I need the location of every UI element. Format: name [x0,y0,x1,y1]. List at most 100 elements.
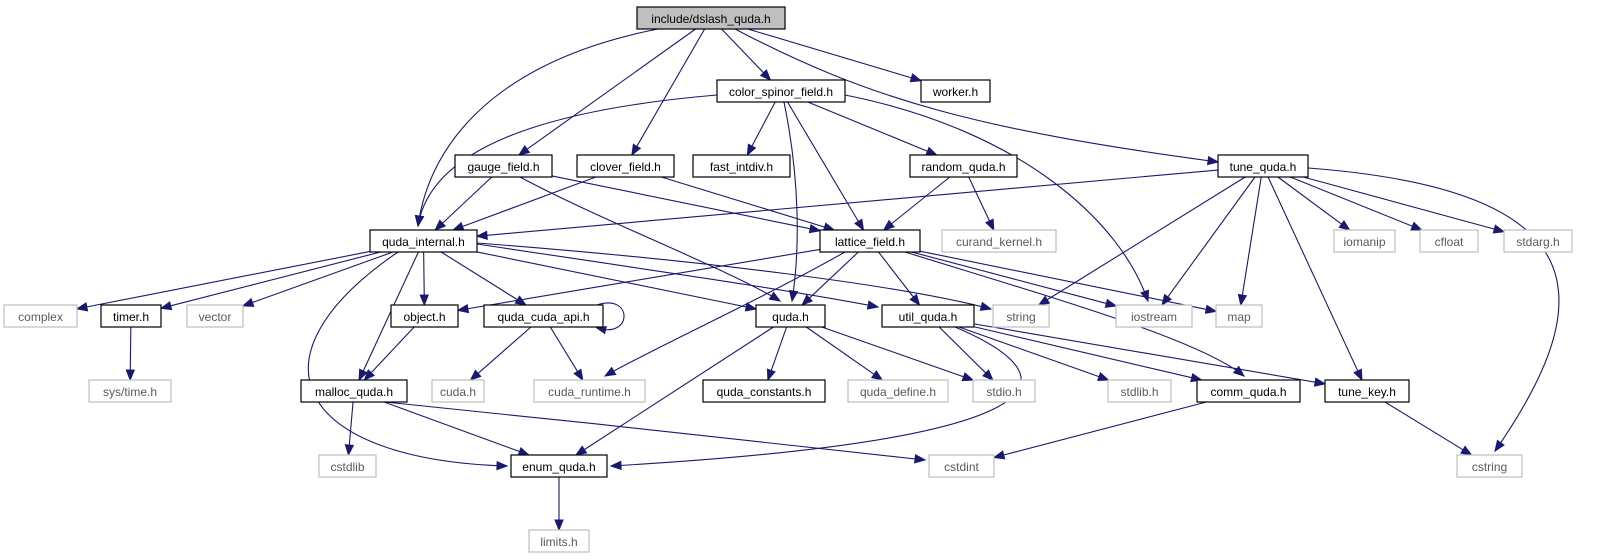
arrowhead-icon [595,325,607,335]
node-box [1456,454,1523,478]
edge-color-spinor-field-to-lattice-field [787,101,865,232]
arrowhead-icon [759,69,772,81]
edge-line [525,28,696,151]
edge-line [384,401,926,461]
edge-tune-quda-to-map [1237,176,1262,307]
node-iostream: iostream [1115,304,1193,328]
edge-lattice-field-to-iostream [911,251,1118,308]
edge-line [807,101,929,153]
edge-line [1046,176,1246,301]
node-box [1215,304,1263,328]
edge-line [958,326,1101,378]
edge-quda-internal-to-quda [476,251,758,312]
node-box [819,229,921,253]
arrowhead-icon [609,460,622,471]
node-enum-quda[interactable]: enum_quda.h [510,454,608,478]
arrowhead-icon [801,294,814,306]
node-label: comm_quda.h [1210,385,1286,399]
node-string: string [992,304,1050,328]
arrowhead-icon [1460,445,1473,456]
edge-line [808,251,859,300]
node-tune-quda[interactable]: tune_quda.h [1217,154,1309,178]
edge-dslash-quda-to-gauge-field [517,28,696,156]
node-box [100,304,162,328]
node-random-quda[interactable]: random_quda.h [909,154,1018,178]
arrowhead-icon [414,214,425,228]
node-cuda: cuda.h [431,379,485,403]
edge-quda-to-quda-define [805,326,884,381]
edge-util-quda-to-tune-key [973,323,1327,387]
node-cstdint: cstdint [928,454,995,478]
node-quda-internal[interactable]: quda_internal.h [369,229,478,253]
node-box [88,379,172,403]
arrowhead-icon [1492,224,1506,234]
node-malloc-quda[interactable]: malloc_quda.h [300,379,408,403]
node-quda[interactable]: quda.h [755,304,826,328]
edge-quda-cuda-api-to-cuda [469,326,532,381]
node-object[interactable]: object.h [390,304,459,328]
arrowhead-icon [925,146,938,156]
node-quda-cuda-api[interactable]: quda_cuda_api.h [483,304,604,328]
node-dslash-quda[interactable]: include/dslash_quda.h [636,6,786,30]
edge-line [610,326,1022,467]
edge-line [911,251,1108,305]
node-gauge-field[interactable]: gauge_field.h [454,154,553,178]
edge-line [461,176,597,228]
arrowhead-icon [746,143,757,157]
node-quda-define: quda_define.h [847,379,949,403]
arrowhead-icon [75,302,89,312]
node-box [972,379,1036,403]
node-worker[interactable]: worker.h [920,79,991,103]
node-tune-key[interactable]: tune_key.h [1324,379,1410,403]
edge-line [661,176,826,228]
node-box [716,79,846,103]
arrowhead-icon [854,218,865,232]
node-box [483,304,604,328]
node-timer[interactable]: timer.h [100,304,162,328]
edge-line [348,401,354,447]
edge-line [169,251,381,307]
edge-line [890,176,951,225]
node-box [300,379,408,403]
arrowhead-icon [574,445,588,456]
arrowhead-icon [866,300,880,310]
edge-line [878,251,915,299]
edge-line [466,248,821,310]
edge-quda-to-enum-quda [574,326,774,456]
node-quda-constants[interactable]: quda_constants.h [702,379,826,403]
node-box [636,6,786,30]
edge-line [635,28,706,148]
edge-line [783,101,798,302]
edge-tune-quda-to-iomanip [1277,176,1351,231]
node-label: random_quda.h [921,160,1005,174]
edge-line [423,251,425,297]
node-cfloat: cfloat [1419,229,1479,253]
node-complex: complex [3,304,78,328]
node-label: malloc_quda.h [315,385,393,399]
arrowhead-icon [159,301,173,311]
node-label: enum_quda.h [522,460,595,474]
node-label: cuda_runtime.h [548,385,631,399]
edge-line [721,28,765,74]
edge-line [604,251,846,377]
arrowhead-icon [1140,289,1150,303]
node-color-spinor-field[interactable]: color_spinor_field.h [716,79,846,103]
node-sys-time: sys/time.h [88,379,172,403]
node-util-quda[interactable]: util_quda.h [881,304,975,328]
node-clover-field[interactable]: clover_field.h [576,154,675,178]
edge-lattice-field-to-util-quda [878,251,921,307]
arrowhead-icon [909,293,921,307]
arrowhead-icon [882,219,895,231]
edge-quda-internal-to-vector [241,251,394,307]
edge-line [751,101,776,148]
node-cstdlib: cstdlib [318,454,377,478]
node-label: map [1227,310,1251,324]
node-comm-quda[interactable]: comm_quda.h [1196,379,1301,403]
edge-line [476,251,748,308]
node-box [992,304,1050,328]
node-curand-kernel: curand_kernel.h [941,229,1057,253]
node-fast-intdiv[interactable]: fast_intdiv.h [692,154,791,178]
edge-quda-to-quda-constants [766,326,788,382]
node-lattice-field[interactable]: lattice_field.h [819,229,921,253]
